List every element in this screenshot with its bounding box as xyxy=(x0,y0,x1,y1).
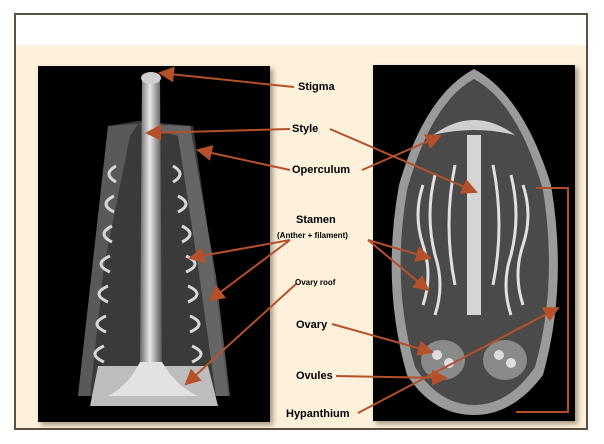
arrow-stamen-4 xyxy=(368,240,428,290)
hypanthium-bracket xyxy=(516,188,568,412)
arrow-stigma xyxy=(160,73,294,87)
arrow-style-left xyxy=(147,129,290,133)
arrow-operculum-left xyxy=(198,150,290,170)
arrow-ovary-roof xyxy=(186,284,296,384)
arrow-style-right xyxy=(330,129,476,192)
arrow-stamen-2 xyxy=(210,240,290,300)
arrow-ovary xyxy=(332,324,432,352)
arrow-stamen-1 xyxy=(190,240,290,258)
arrow-hypanthium xyxy=(358,308,558,413)
arrow-operculum-right xyxy=(362,136,440,170)
